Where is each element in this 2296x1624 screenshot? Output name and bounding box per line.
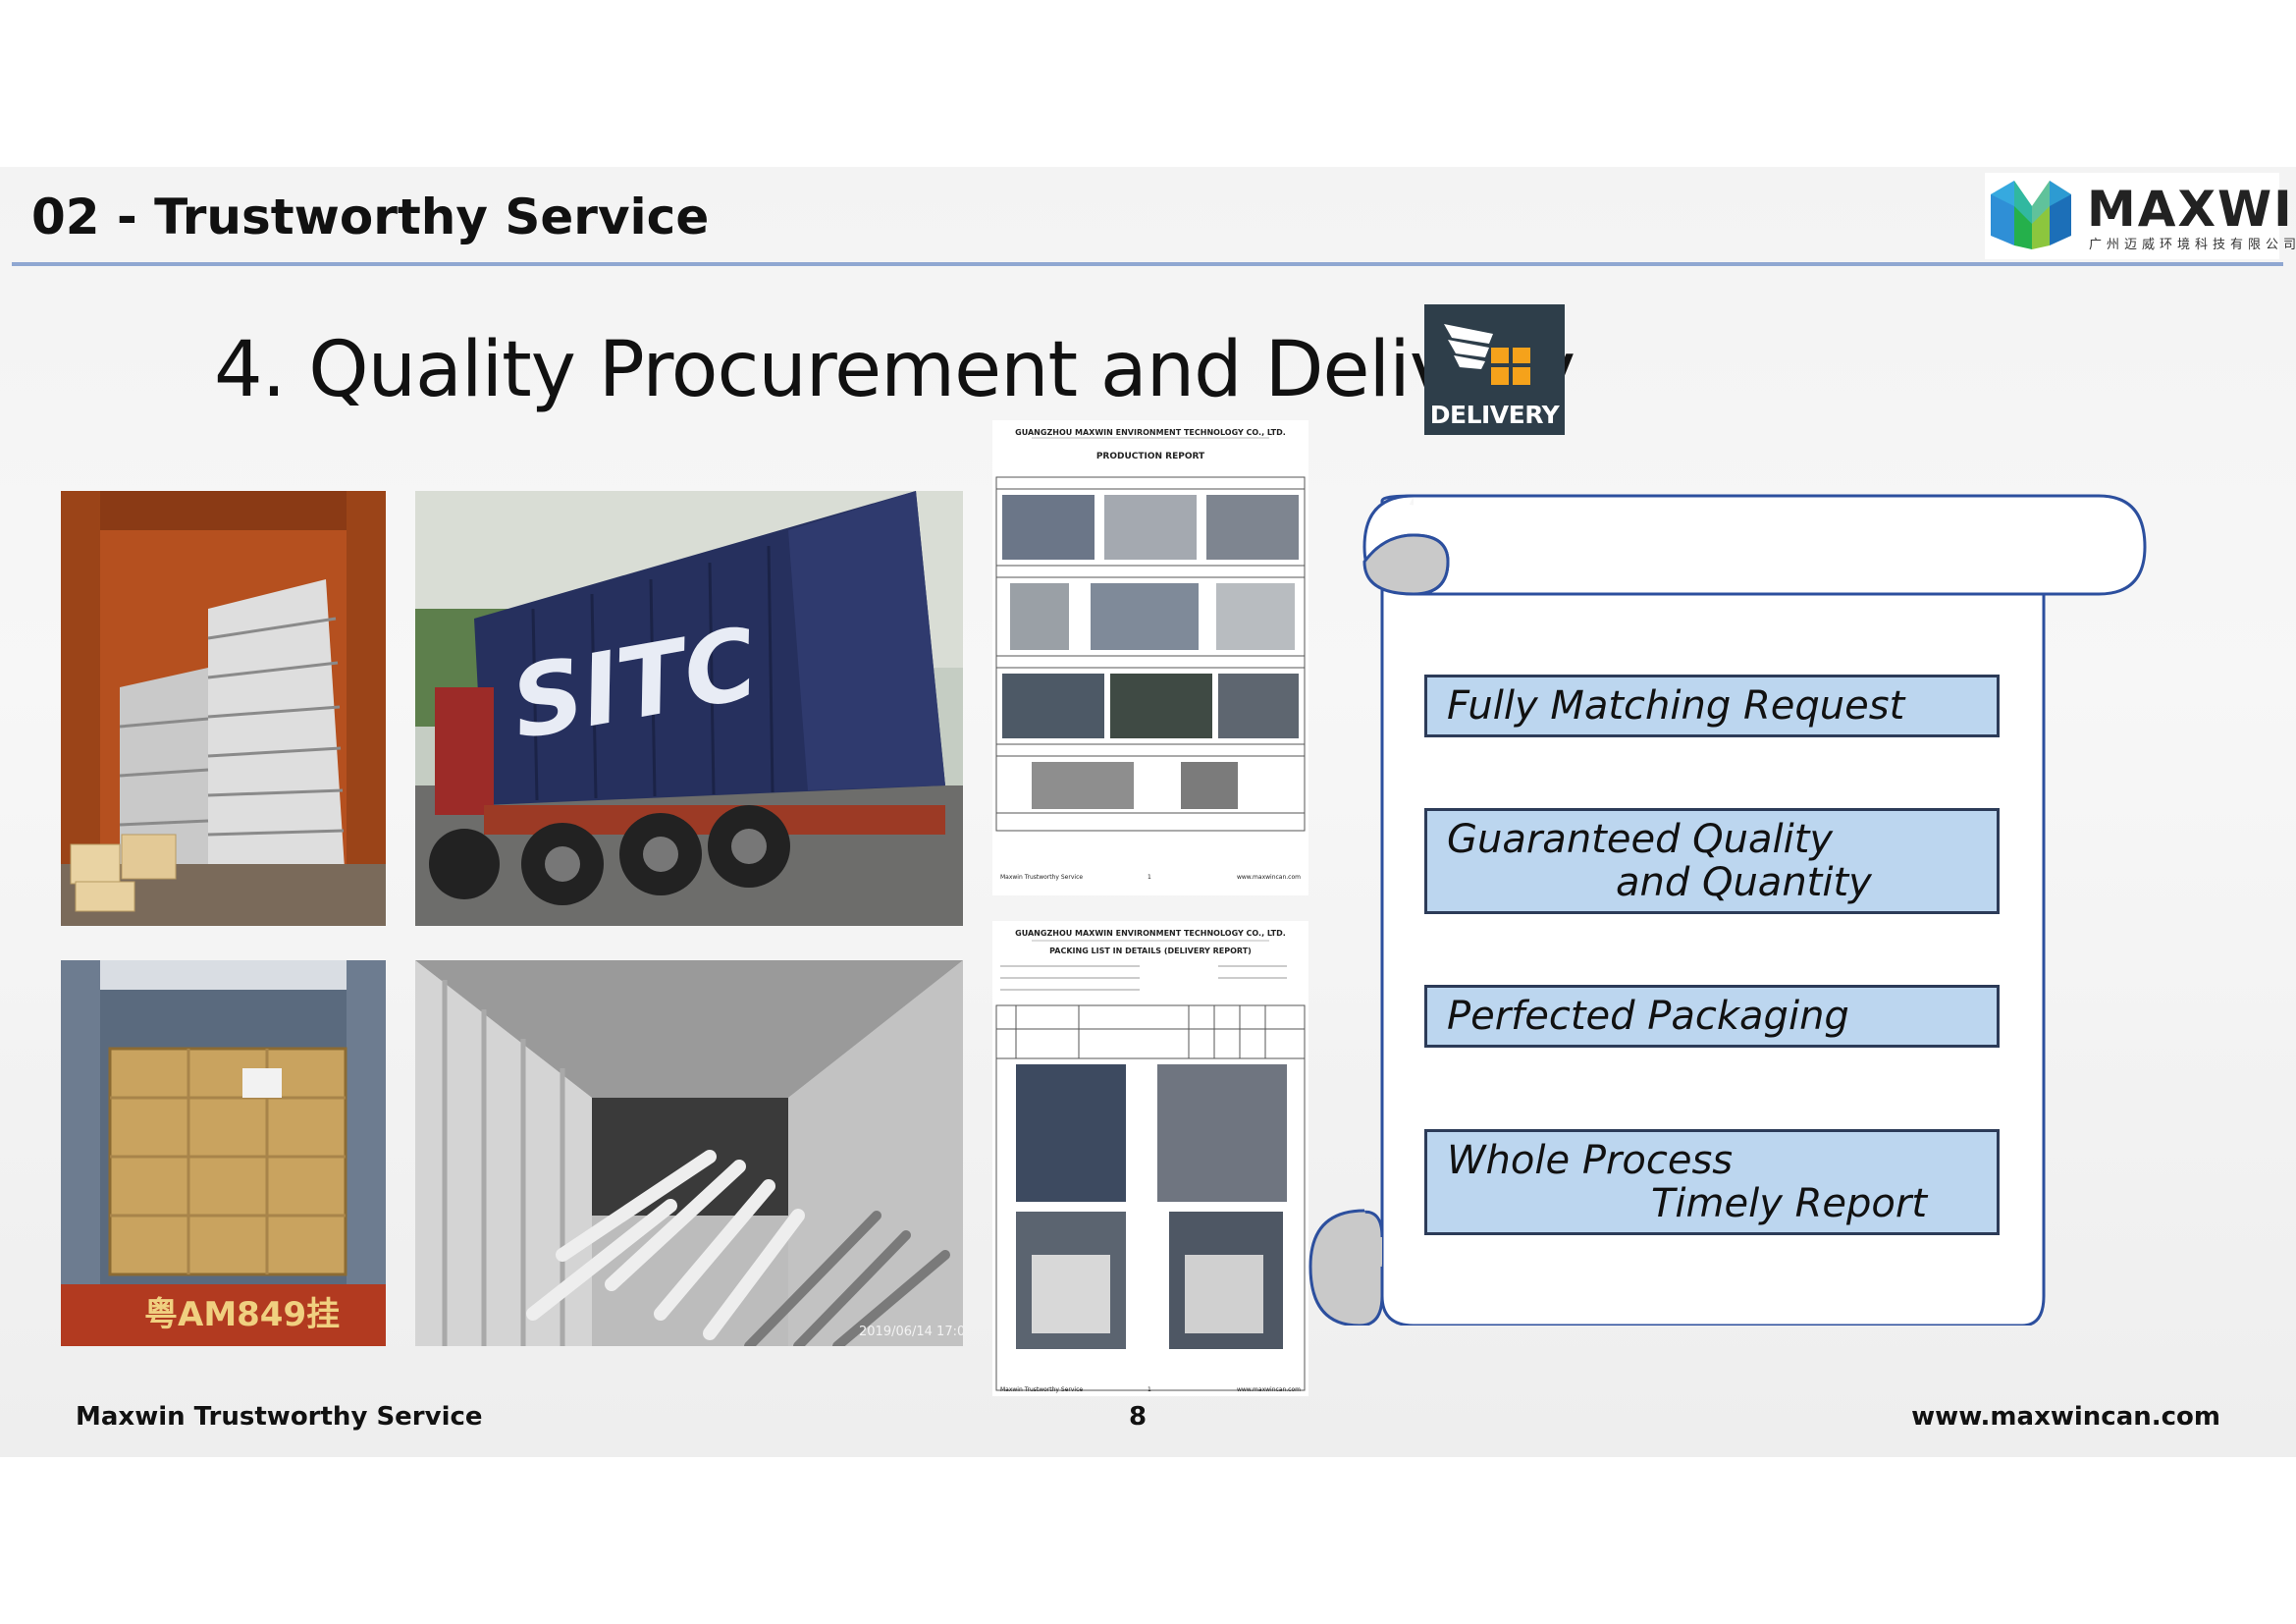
packing-list-document: GUANGZHOU MAXWIN ENVIRONMENT TECHNOLOGY …	[992, 921, 1308, 1396]
logo-subtitle: 广州迈威环境科技有限公司	[2089, 238, 2296, 252]
production-report-footer-left: Maxwin Trustworthy Service	[1000, 874, 1084, 881]
feature-3-line-1: Perfected Packaging	[1447, 994, 1849, 1039]
header-divider	[12, 262, 2283, 266]
footer-website: www.maxwincan.com	[1911, 1402, 2220, 1432]
packing-list-title: PACKING LIST IN DETAILS (DELIVERY REPORT…	[1049, 947, 1252, 955]
feature-whole-process-report: Whole Process Timely Report	[1424, 1129, 2000, 1235]
packing-list-company: GUANGZHOU MAXWIN ENVIRONMENT TECHNOLOGY …	[1015, 929, 1286, 938]
maxwin-logo: MAXWIN 广州迈威环境科技有限公司	[1985, 173, 2296, 259]
slide: 02 - Trustworthy Service MAXWIN 广州迈威环境科技…	[0, 167, 2296, 1457]
wooden-crate-photo: 粤AM849挂	[61, 960, 386, 1346]
maxwin-logo-icon	[1991, 181, 2071, 249]
footer-page-number: 8	[1129, 1402, 1148, 1432]
production-report-title: PRODUCTION REPORT	[1095, 452, 1205, 461]
section-title: 02 - Trustworthy Service	[31, 189, 710, 245]
feature-guaranteed-quality: Guaranteed Quality and Quantity	[1424, 808, 2000, 914]
logo-wordmark: MAXWIN	[2087, 181, 2296, 238]
feature-2-line-1: Guaranteed Quality	[1447, 817, 1834, 862]
sitc-truck-photo: SITC	[415, 491, 963, 926]
production-report-company: GUANGZHOU MAXWIN ENVIRONMENT TECHNOLOGY …	[1015, 428, 1286, 437]
feature-4-line-1: Whole Process	[1447, 1138, 1734, 1183]
packing-list-footer-page: 1	[1148, 1386, 1151, 1393]
page-title: 4. Quality Procurement and Delivery	[214, 326, 1575, 414]
container-ducts-photo: 2019/06/14 17:07	[415, 960, 963, 1346]
feature-perfected-packaging: Perfected Packaging	[1424, 985, 2000, 1048]
feature-4-line-2: Timely Report	[1651, 1181, 1928, 1226]
truck-plate-text: 粤AM849挂	[144, 1295, 340, 1334]
packing-list-body	[995, 940, 1306, 1391]
feature-fully-matching-request: Fully Matching Request	[1424, 675, 2000, 737]
production-report-document: GUANGZHOU MAXWIN ENVIRONMENT TECHNOLOGY …	[992, 420, 1308, 895]
feature-1-line-1: Fully Matching Request	[1447, 683, 1905, 729]
delivery-box-icon	[1444, 324, 1530, 385]
delivery-badge: DELIVERY	[1424, 304, 1565, 435]
photo-timestamp: 2019/06/14 17:07	[859, 1325, 963, 1339]
packing-list-footer-left: Maxwin Trustworthy Service	[1000, 1386, 1084, 1393]
production-report-body	[995, 437, 1306, 832]
container-panels-photo	[61, 491, 386, 926]
packing-list-footer-right: www.maxwincan.com	[1236, 1386, 1301, 1393]
production-report-footer-right: www.maxwincan.com	[1236, 874, 1301, 881]
delivery-label: DELIVERY	[1429, 401, 1560, 429]
production-report-footer-page: 1	[1148, 874, 1151, 881]
footer-left: Maxwin Trustworthy Service	[76, 1402, 483, 1432]
feature-2-line-2: and Quantity	[1616, 860, 1872, 905]
